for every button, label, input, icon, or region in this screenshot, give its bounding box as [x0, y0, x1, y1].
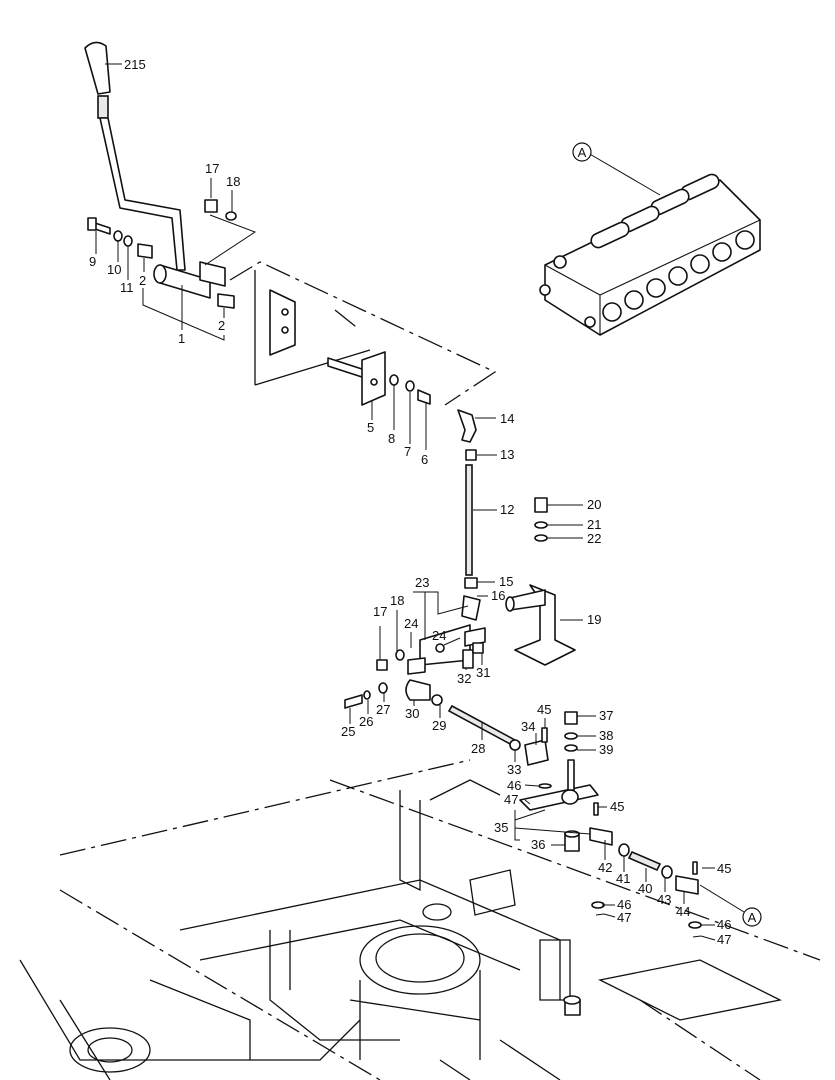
callout-44: 44 [676, 904, 690, 919]
callout-7: 7 [404, 444, 411, 459]
callout-27: 27 [376, 702, 390, 717]
phantom-link-upper [229, 261, 497, 406]
callout-46-mid: 46 [617, 897, 631, 912]
callout-41: 41 [616, 871, 630, 886]
lever-bracket [254, 270, 431, 406]
bolt-25 [344, 682, 388, 709]
small-parts-upper-left [87, 199, 237, 309]
threaded-rod [465, 464, 473, 576]
reference-marker-a-top: A [572, 142, 592, 162]
callout-6: 6 [421, 452, 428, 467]
callout-30: 30 [405, 706, 419, 721]
callout-47-mid: 47 [617, 910, 631, 925]
callout-28: 28 [471, 741, 485, 756]
reference-letter: A [578, 145, 587, 160]
callout-34: 34 [521, 719, 535, 734]
callout-38: 38 [599, 728, 613, 743]
callout-43: 43 [657, 892, 671, 907]
callout-15: 15 [499, 574, 513, 589]
callout-45-right: 45 [717, 861, 731, 876]
callout-labels: 215 17 18 9 10 11 2 2 1 5 8 7 6 14 13 12… [89, 57, 731, 947]
control-valve-assembly [539, 173, 761, 336]
callout-24-right: 24 [432, 628, 446, 643]
lever-pivot-tube [153, 261, 226, 299]
pivot-stand [505, 497, 576, 666]
callout-20: 20 [587, 497, 601, 512]
callout-37: 37 [599, 708, 613, 723]
callout-22: 22 [587, 531, 601, 546]
callout-35: 35 [494, 820, 508, 835]
callout-23: 23 [415, 575, 429, 590]
callout-215: 215 [124, 57, 146, 72]
callout-11: 11 [120, 280, 134, 295]
callout-1: 1 [178, 331, 185, 346]
callout-47-right: 47 [717, 932, 731, 947]
callout-16: 16 [491, 588, 505, 603]
callout-45-mid: 45 [610, 799, 624, 814]
callout-2-right: 2 [218, 318, 225, 333]
callout-2: 2 [139, 273, 146, 288]
callout-24: 24 [404, 616, 418, 631]
link-bracket [376, 624, 486, 675]
callout-40: 40 [638, 881, 652, 896]
callout-19: 19 [587, 612, 601, 627]
callout-18-lower: 18 [390, 593, 404, 608]
callout-8: 8 [388, 431, 395, 446]
callout-26: 26 [359, 714, 373, 729]
machine-frame [19, 759, 821, 1080]
callout-5: 5 [367, 420, 374, 435]
ball-joint-upper [457, 409, 477, 461]
callout-39: 39 [599, 742, 613, 757]
phantom-link-guide [334, 309, 361, 331]
shift-lever [84, 41, 186, 271]
callout-42: 42 [598, 860, 612, 875]
callout-17: 17 [205, 161, 219, 176]
callout-33: 33 [507, 762, 521, 777]
callout-25: 25 [341, 724, 355, 739]
callout-46: 46 [507, 778, 521, 793]
callout-18: 18 [226, 174, 240, 189]
callout-46-right: 46 [717, 917, 731, 932]
ball-joint-lower [405, 679, 443, 706]
rod-lower-joint [461, 577, 481, 621]
callout-47: 47 [504, 792, 518, 807]
leader-lines [95, 63, 745, 941]
callout-13: 13 [500, 447, 514, 462]
callout-17-lower: 17 [373, 604, 387, 619]
callout-45: 45 [537, 702, 551, 717]
callout-29: 29 [432, 718, 446, 733]
callout-14: 14 [500, 411, 514, 426]
callout-9: 9 [89, 254, 96, 269]
callout-31: 31 [476, 665, 490, 680]
callout-10: 10 [107, 262, 121, 277]
callout-36: 36 [531, 837, 545, 852]
callout-12: 12 [500, 502, 514, 517]
callout-32: 32 [457, 671, 471, 686]
callout-21: 21 [587, 517, 601, 532]
reference-letter: A [748, 910, 757, 925]
reference-marker-a-bottom: A [742, 907, 762, 927]
